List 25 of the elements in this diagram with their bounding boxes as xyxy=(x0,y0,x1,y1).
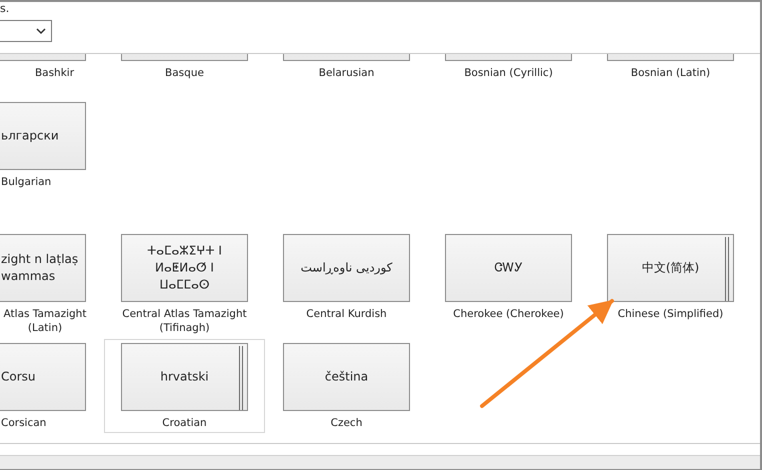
native-name: Corsu xyxy=(0,368,37,386)
native-name: zight n laṭlaṣ wammas xyxy=(0,251,80,285)
native-name: čeština xyxy=(324,368,370,386)
native-name: hrvatski xyxy=(159,368,210,386)
tile-caption: Czech xyxy=(330,416,364,430)
tile-caption: Central Atlas Tamazight (Tifinagh) xyxy=(121,307,248,335)
tile-caption: Bosnian (Latin) xyxy=(630,66,712,80)
tile-caption: Chinese (Simplified) xyxy=(616,307,724,321)
native-name: ьлгарски xyxy=(0,128,60,144)
native-name: کوردیی ناوەڕاست xyxy=(300,260,394,276)
tile-caption: Bulgarian xyxy=(0,175,52,189)
native-name: ᏣᎳᎩ xyxy=(494,260,524,276)
tile-caption: Bosnian (Cyrillic) xyxy=(463,66,554,80)
tile-caption: Atlas Tamazight (Latin) xyxy=(2,307,88,335)
tile-caption: Croatian xyxy=(161,416,208,430)
tile-caption: Belarusian xyxy=(318,66,376,80)
tile-caption: Corsican xyxy=(0,416,48,430)
native-name: 中文(简体) xyxy=(640,260,700,276)
tile-caption: Cherokee (Cherokee) xyxy=(452,307,565,321)
tile-caption: Basque xyxy=(164,66,205,80)
tile-caption: Central Kurdish xyxy=(305,307,388,321)
tile-caption: Bashkir xyxy=(34,66,76,80)
instruction-text: s. xyxy=(0,2,10,15)
arrow xyxy=(480,299,614,408)
native-name: ⵜⴰⵎⴰⵣⵉⵖⵜ ⵏ ⵍⴰⵟⵍⴰⵚ ⵏ ⵡⴰⵎⵎⴰⵙ xyxy=(146,242,223,294)
